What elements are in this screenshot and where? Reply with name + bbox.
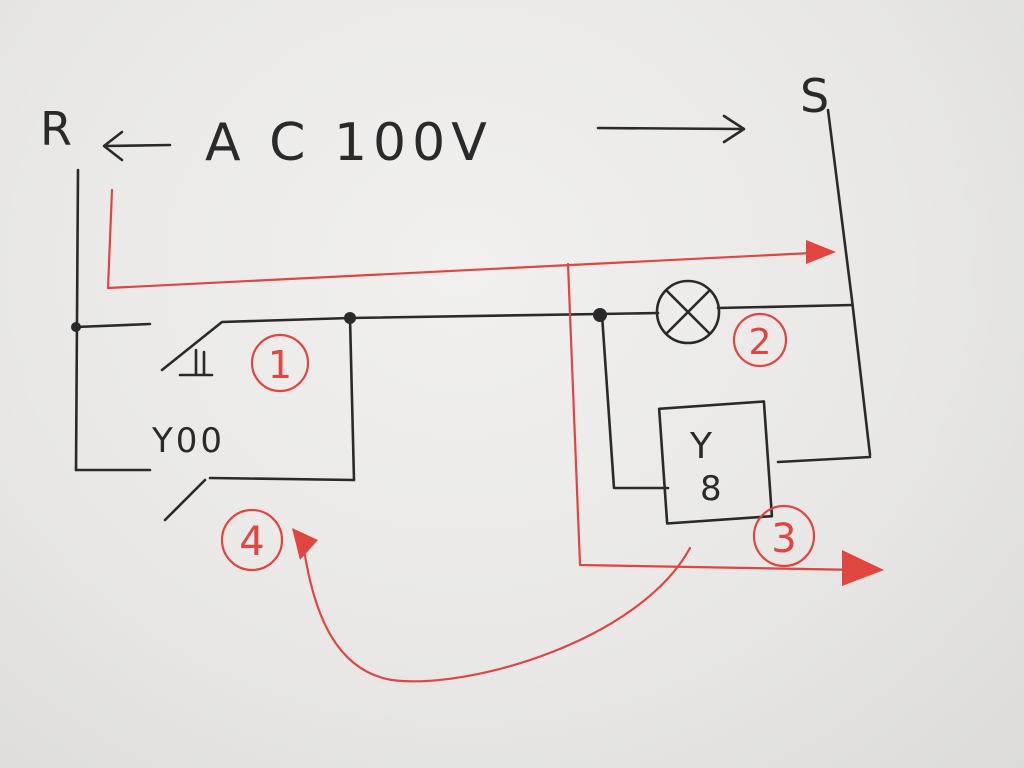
relay-feed-wire [600,313,670,490]
marker-1-label: 1 [268,343,292,387]
junction-dot [71,322,81,332]
terminal-s-label: S [800,69,829,123]
marker-2-label: 2 [749,322,772,363]
supply-label: A C 100V [205,113,493,173]
arrowhead-icon [806,240,836,264]
switch-blade [160,316,352,372]
right-arrow [596,114,746,144]
junction-dot [344,312,356,324]
switch-symbol [178,348,214,377]
marker-4-label: 4 [239,519,264,565]
left-arrow [102,130,172,162]
lamp-symbol [655,279,721,345]
marker-circle [732,312,788,368]
lamp-cross [665,289,711,335]
red-flow-bottom [566,262,864,572]
red-curve-return [302,546,692,683]
junction-dot [593,308,607,322]
relay-coil-label: Y00 [151,421,225,461]
marker-circle [250,333,310,393]
relay-return-wire [776,455,872,464]
s-bus-line [826,108,872,457]
arrowhead-icon [292,528,318,560]
marker-circle [220,508,284,572]
red-flow-top [106,188,834,290]
relay-contact-label: Y [689,426,713,467]
arrowhead-icon [842,550,884,586]
bottom-wire [74,468,356,522]
relay-contact-sub-label: 8 [700,469,722,509]
terminal-r-label: R [40,102,72,156]
top-wire [74,312,602,329]
relay-box [657,400,774,525]
marker-circle [752,504,816,568]
lamp-wires [598,303,854,316]
switch-drop-wire [348,316,356,482]
marker-3-label: 3 [771,516,796,562]
r-bus-line [74,168,80,472]
